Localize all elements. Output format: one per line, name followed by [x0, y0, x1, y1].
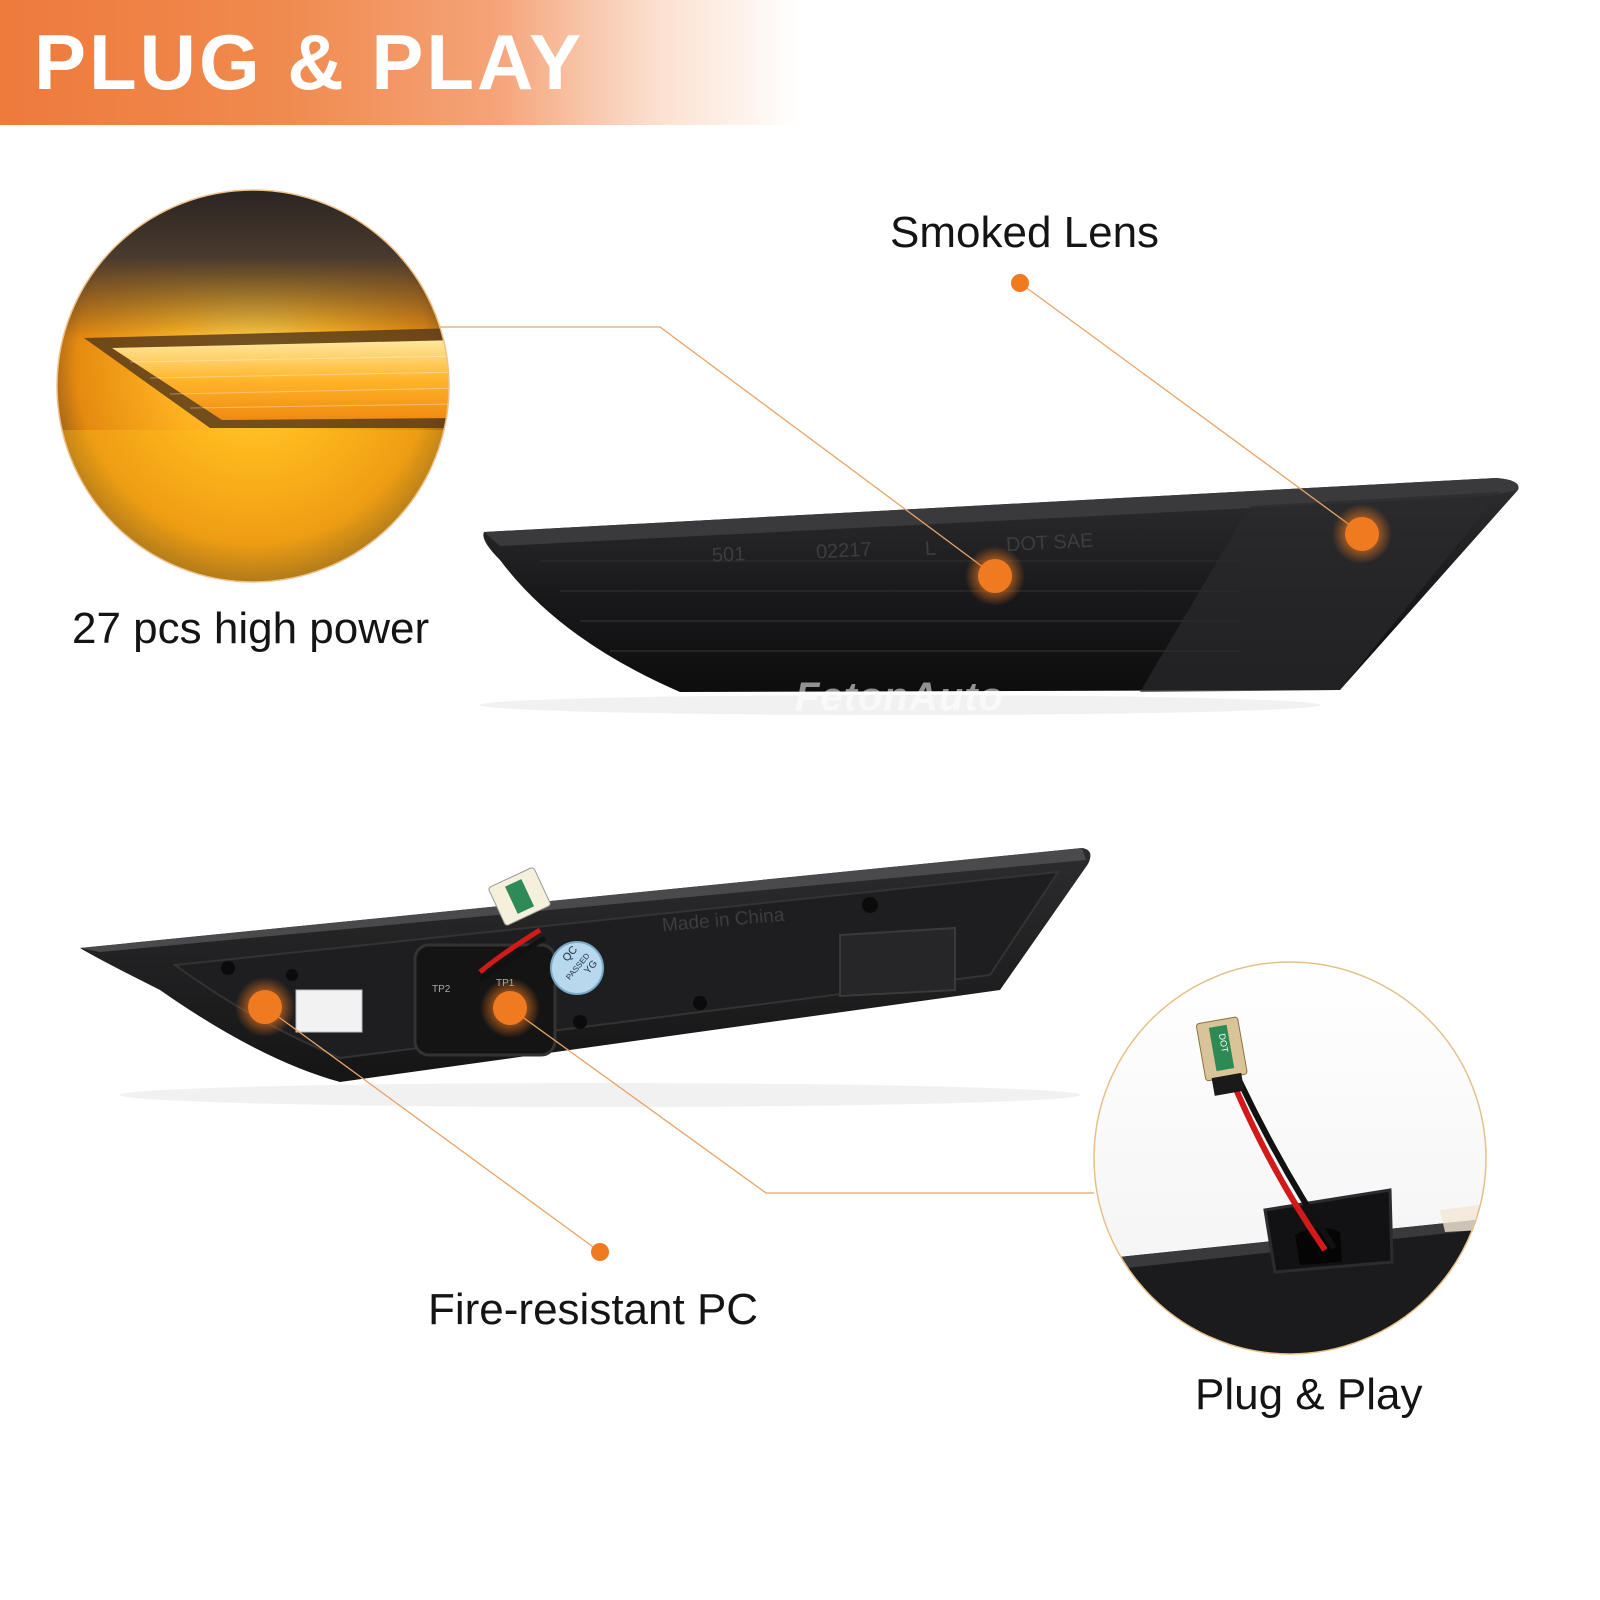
header-banner: PLUG & PLAY	[0, 0, 800, 125]
label-high-power: 27 pcs high power	[72, 604, 430, 653]
lens-marking-side: L	[924, 537, 937, 561]
lens-marking-dot: DOT SAE	[1005, 529, 1094, 557]
label-smoked-lens: Smoked Lens	[890, 208, 1160, 257]
housing-tp1: TP1	[496, 978, 515, 989]
banner-title: PLUG & PLAY	[34, 18, 585, 106]
plug-play-zoom	[1093, 961, 1487, 1355]
callout-dots	[235, 274, 1392, 1261]
leader-lines	[264, 282, 1363, 1253]
label-fire-resistant: Fire-resistant PC	[428, 1285, 759, 1334]
lens-marking-code: 501	[711, 543, 746, 567]
housing-back-product	[80, 848, 1091, 1107]
label-plug-play: Plug & Play	[1195, 1370, 1423, 1419]
lens-marking-approval: 02217	[815, 538, 873, 564]
housing-tp2: TP2	[432, 984, 451, 995]
led-glow-zoom	[56, 189, 450, 583]
brand-watermark: FetonAuto	[795, 675, 1004, 719]
